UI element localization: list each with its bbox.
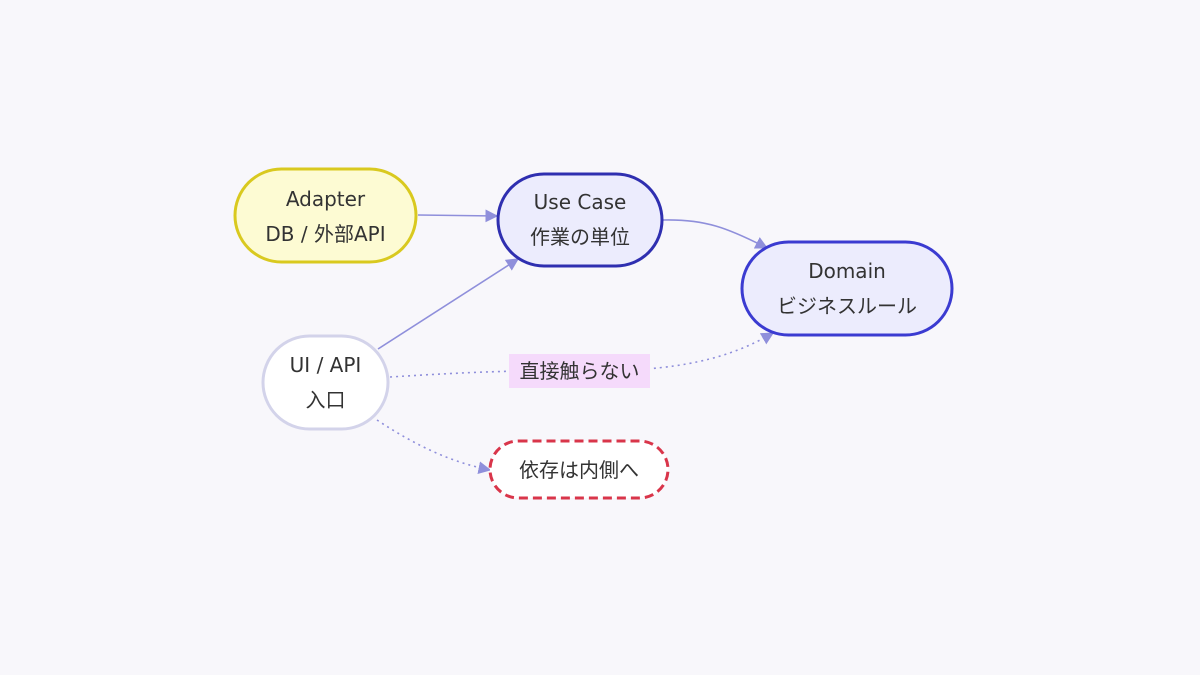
node-ui-api-shape (261, 334, 390, 431)
edges (376, 209, 775, 475)
node-domain: Domain ビジネスルール (740, 240, 954, 337)
edge-ui-to-usecase (377, 258, 520, 350)
node-adapter-title: Adapter (286, 187, 366, 211)
node-usecase-title: Use Case (534, 190, 627, 214)
node-adapter-shape (233, 167, 418, 264)
node-usecase-shape (496, 172, 664, 268)
edge-ui-to-note (376, 419, 492, 475)
node-ui-api-subtitle: 入口 (306, 388, 346, 412)
node-adapter: Adapter DB / 外部API (233, 167, 418, 264)
node-domain-title: Domain (808, 259, 886, 283)
node-usecase: Use Case 作業の単位 (496, 172, 664, 268)
edge-label-text: 直接触らない (520, 359, 640, 383)
node-dependency-note-shape (488, 439, 670, 500)
node-domain-subtitle: ビジネスルール (777, 294, 917, 318)
node-domain-shape (740, 240, 954, 337)
node-ui-api-title: UI / API (290, 353, 362, 377)
node-adapter-subtitle: DB / 外部API (265, 222, 385, 246)
edge-label-direct-access: 直接触らない (509, 354, 650, 388)
node-usecase-subtitle: 作業の単位 (530, 225, 630, 249)
node-ui-api: UI / API 入口 (261, 334, 390, 431)
edge-usecase-to-domain (662, 219, 769, 249)
node-dependency-note-text: 依存は内側へ (519, 458, 639, 482)
edge-ui-to-domain (389, 332, 775, 378)
edge-adapter-to-usecase (417, 209, 499, 223)
node-dependency-note: 依存は内側へ (488, 439, 670, 500)
edge-label-background (509, 354, 650, 388)
